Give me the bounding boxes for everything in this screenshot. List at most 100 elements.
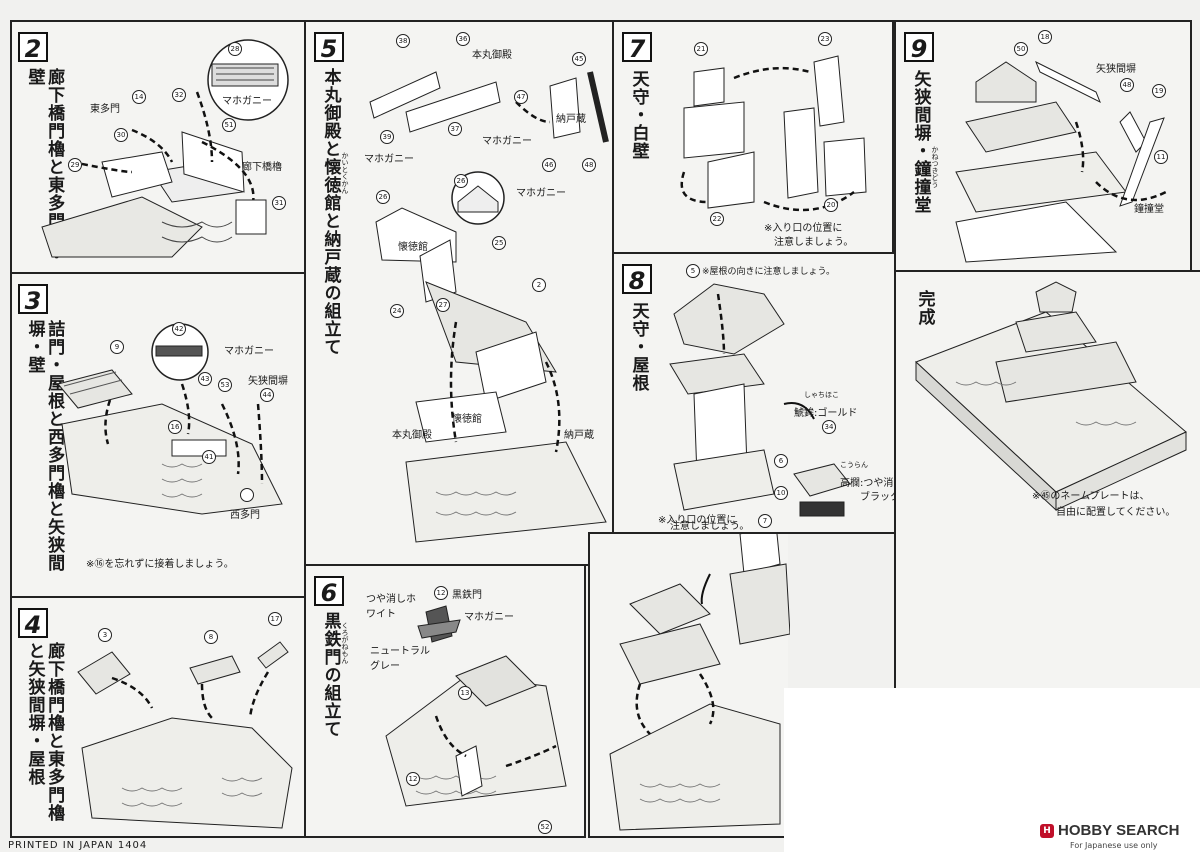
step-number: 5 (314, 32, 344, 63)
roof-piece-illustration (41, 39, 289, 258)
part-number: 19 (1152, 84, 1166, 98)
color-label: マホガニー (516, 188, 566, 199)
part-number: 34 (822, 420, 836, 434)
color-label: マホガニー (222, 96, 272, 107)
part-number: 38 (396, 34, 410, 48)
color-label: マホガニー (464, 612, 514, 623)
blank-area (784, 688, 1200, 852)
step-title: 黒鉄門の組立て (320, 612, 341, 738)
gate-assembly-illustration (57, 323, 283, 515)
part-number: 52 (538, 820, 552, 834)
part-number: 48 (582, 158, 596, 172)
ruby-text: かいとくかん (341, 152, 349, 194)
hobby-search-logo: H HOBBY SEARCH For Japanese use only (1040, 822, 1196, 850)
part-number: 32 (172, 88, 186, 102)
step-note: ※屋根の向きに注意しましょう。 (702, 267, 836, 277)
color-label: 高欄:つや消し (840, 478, 904, 489)
color-label: マホガニー (224, 346, 274, 357)
completed-note: ※㊺のネームプレートは、 (1032, 491, 1150, 502)
color-label: マホガニー (364, 154, 414, 165)
part-number: 42 (172, 322, 186, 336)
ruby-text: こうらん (840, 461, 868, 469)
step-number: 7 (622, 32, 652, 63)
logo-subtitle: For Japanese use only (1070, 841, 1158, 850)
step-number: 6 (314, 576, 344, 607)
tower-final-illustration (609, 534, 790, 831)
part-number: 48 (1120, 78, 1134, 92)
completed-castle-illustration (915, 281, 1187, 512)
step-2-panel: 2 廊下橋門櫓と東多門櫓・壁 28 マホガニー 東多門 14 32 30 51 … (10, 20, 306, 274)
part-number: 41 (202, 450, 216, 464)
part-number: 10 (774, 486, 788, 500)
step-title: 廊下橋門櫓と東多門櫓と矢狭間塀・屋根 (24, 642, 65, 822)
part-number: 26 (376, 190, 390, 204)
step-3-panel: 3 詰門・屋根と西多門櫓と矢狭間塀・壁 9 42 マホガニー 43 53 矢狭間… (10, 272, 306, 598)
logo-icon: H (1040, 824, 1054, 838)
step-8-panel: 8 天守・屋根 5 ※屋根の向きに注意しましょう。 しゃちほこ 鯱鉾:ゴールド … (612, 252, 903, 534)
completed-title: 完成 (914, 290, 935, 326)
part-number: 45 (572, 52, 586, 66)
part-number: 26 (454, 174, 468, 188)
part-number: 23 (818, 32, 832, 46)
part-label: 納戸蔵 (556, 114, 586, 125)
part-number: 3 (98, 628, 112, 642)
ruby-text: くろがねもん (341, 622, 349, 664)
step-7-panel: 7 天守・白壁 21 23 22 20 ※入り口の位置に 注意しましょう。 (612, 20, 894, 254)
step-number: 3 (18, 284, 48, 315)
step-number: 4 (18, 608, 48, 639)
part-label: 矢狭間塀 (248, 376, 288, 387)
part-number: 12 (434, 586, 448, 600)
part-number: 28 (228, 42, 242, 56)
part-number: 14 (132, 90, 146, 104)
part-number: 36 (456, 32, 470, 46)
part-number: 47 (514, 90, 528, 104)
color-label: 鯱鉾:ゴールド (794, 408, 858, 419)
ruby-text: しゃちほこ (804, 391, 839, 399)
logo-name: HOBBY SEARCH (1058, 822, 1180, 839)
color-label: ブラック (860, 492, 900, 503)
part-label: 懐徳館 (398, 242, 428, 253)
step-note: ※入り口の位置に (658, 515, 737, 526)
part-label: 本丸御殿 (472, 50, 512, 61)
color-label: ニュートラルグレー (370, 646, 430, 672)
castle-wall-illustration (955, 60, 1167, 263)
step-title: 矢狭間塀・鐘撞堂 (910, 70, 931, 214)
part-number: 24 (390, 304, 404, 318)
part-number: 39 (380, 130, 394, 144)
part-number: 29 (68, 158, 82, 172)
part-number: 2 (532, 278, 546, 292)
part-number: 6 (774, 454, 788, 468)
part-number: 31 (272, 196, 286, 210)
part-number: 18 (1038, 30, 1052, 44)
part-number: 30 (114, 128, 128, 142)
step-note: ※⑯を忘れずに接着しましょう。 (86, 559, 234, 570)
part-label: 黒鉄門 (452, 590, 482, 601)
step-note: 注意しましょう。 (774, 237, 854, 248)
step-title: 詰門・屋根と西多門櫓と矢狭間塀・壁 (24, 320, 65, 572)
tower-roof-illustration (669, 283, 851, 517)
step-number: 8 (622, 264, 652, 295)
part-label: 西多門 (230, 510, 260, 521)
color-label: マホガニー (482, 136, 532, 147)
part-number: 9 (110, 340, 124, 354)
step-note: 注意しましょう。 (670, 521, 750, 532)
step-note: ※入り口の位置に (764, 223, 843, 234)
part-number: 37 (448, 122, 462, 136)
ruby-text: かねつきどう (931, 146, 939, 188)
step-5-panel: 5 本丸御殿と懐徳館と納戸蔵の組立て かいとくかん 38 36 本丸御殿 45 … (304, 20, 614, 566)
completed-note: 自由に配置してください。 (1056, 507, 1176, 518)
step-4-panel: 4 廊下橋門櫓と東多門櫓と矢狭間塀・屋根 3 8 17 (10, 596, 306, 838)
tower-walls-illustration (680, 55, 867, 212)
step-9-panel: 9 矢狭間塀・鐘撞堂 かねつきどう 18 50 矢狭間塀 48 19 11 鐘撞… (894, 20, 1192, 272)
completed-panel: 完成 ※㊺のネームプレートは、 自由に配置してください。 (894, 270, 1200, 690)
part-number: 11 (1154, 150, 1168, 164)
part-number: 25 (492, 236, 506, 250)
step-6-panel: 6 黒鉄門の組立て くろがねもん 12 つや消しホワイト 黒鉄門 マホガニー ニ… (304, 564, 586, 838)
color-label: つや消しホワイト (366, 594, 416, 620)
print-info: PRINTED IN JAPAN 1404 (8, 840, 148, 851)
step-title: 天守・屋根 (628, 302, 649, 392)
step-number: 2 (18, 32, 48, 63)
part-label: 懐徳館 (452, 414, 482, 425)
part-number: 8 (204, 630, 218, 644)
part-number: 22 (710, 212, 724, 226)
